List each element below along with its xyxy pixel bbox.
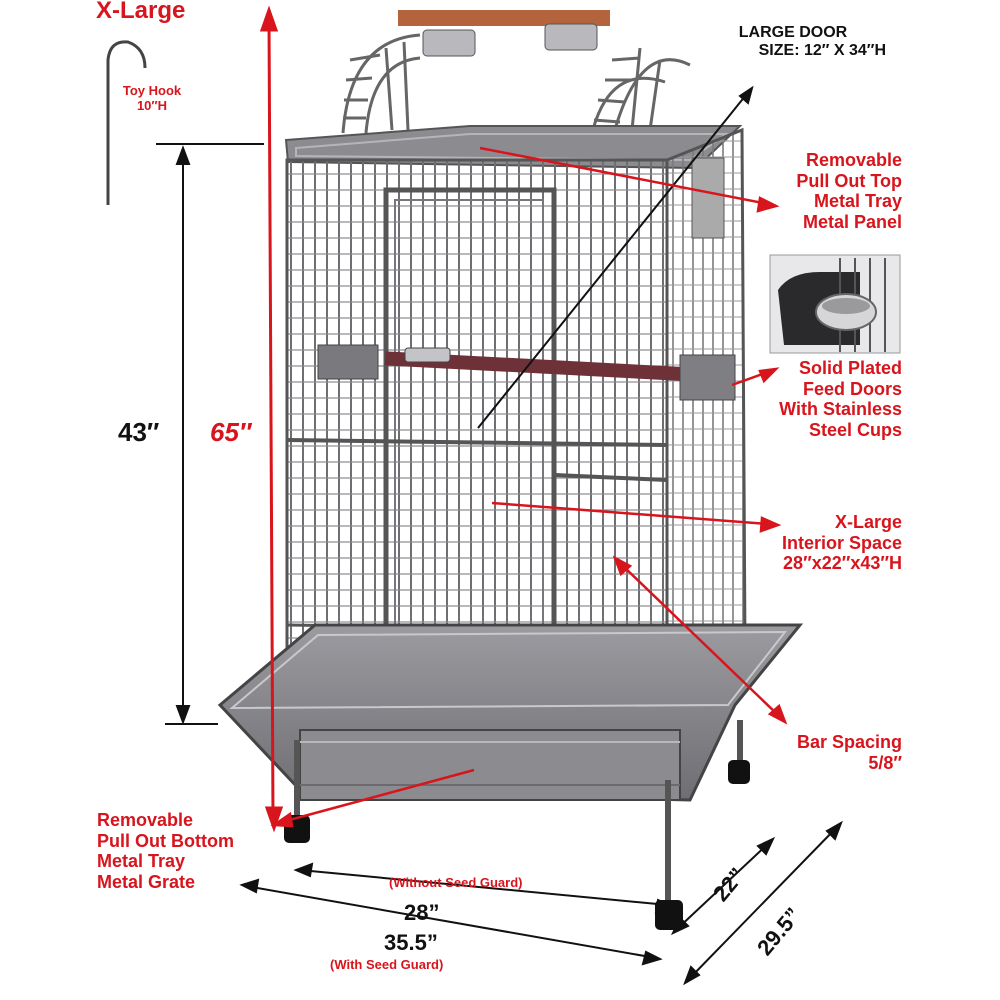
door-line1: LARGE DOOR	[738, 24, 848, 41]
bottom-tray-line3: Metal Tray	[97, 851, 186, 872]
door-line2: SIZE: 12″ X 34″H	[758, 42, 886, 60]
interior-line2: Interior Space	[781, 532, 902, 553]
product-title: X-Large	[96, 0, 186, 24]
bottom-tray-callout: Removable Pull Out Bottom Metal Tray Met…	[97, 810, 234, 893]
width-no-guard-label: 28”	[404, 900, 440, 925]
total-height-label: 65″	[210, 417, 252, 447]
interior-height-dim	[156, 143, 264, 725]
bar-spacing-line1: Bar Spacing	[796, 732, 902, 752]
toy-hook-line2: 10″H	[136, 97, 168, 113]
interior-line3: 28″x22″x43″H	[783, 553, 902, 574]
toy-hook	[106, 40, 147, 205]
caster-right	[728, 760, 750, 784]
bottom-drawer	[299, 729, 681, 801]
total-height-dim	[259, 5, 284, 833]
without-seed-guard-note: (Without Seed Guard)	[389, 875, 523, 890]
interior-perch	[384, 351, 721, 383]
feed-doors-line3: With Stainless	[779, 399, 902, 420]
top-tray-line3: Metal Tray	[813, 191, 902, 212]
feed-doors-line4: Steel Cups	[808, 420, 902, 441]
bottom-tray-line1: Removable	[97, 810, 194, 830]
feed-doors-line2: Feed Doors	[802, 378, 902, 399]
feed-door-inset	[769, 254, 901, 354]
bottom-tray-line2: Pull Out Bottom	[97, 830, 234, 851]
top-tray-line1: Removable	[805, 150, 902, 170]
top-perch	[398, 10, 610, 26]
interior-height-label: 43″	[118, 417, 160, 447]
interior-line1: X-Large	[834, 512, 902, 532]
bar-spacing-line2: 5/8″	[868, 752, 902, 773]
callout-arrows	[270, 146, 788, 828]
bottom-tray-line4: Metal Grate	[97, 872, 196, 893]
toy-hook-label: Toy Hook 10″H	[104, 83, 200, 114]
top-tray-line4: Metal Panel	[802, 212, 902, 233]
top-cup-right	[544, 23, 598, 51]
width-with-guard-label: 35.5”	[384, 930, 438, 955]
depth-dims	[670, 820, 843, 986]
door-pointer	[477, 85, 754, 429]
width-dims	[239, 862, 675, 966]
play-top	[341, 33, 691, 134]
top-tray-callout: Removable Pull Out Top Metal Tray Metal …	[720, 150, 902, 233]
bar-spacing-callout: Bar Spacing 5/8″	[740, 732, 902, 773]
feed-doors-line1: Solid Plated	[798, 358, 902, 378]
toy-hook-line1: Toy Hook	[122, 83, 182, 98]
with-seed-guard-note: (With Seed Guard)	[330, 957, 444, 972]
interior-callout: X-Large Interior Space 28″x22″x43″H	[720, 512, 902, 574]
top-tray-line2: Pull Out Top	[796, 170, 902, 191]
door-label: LARGE DOOR SIZE: 12″ X 34″H	[700, 24, 886, 61]
feed-doors-callout: Solid Plated Feed Doors With Stainless S…	[720, 358, 902, 441]
top-cup-left	[422, 29, 476, 57]
